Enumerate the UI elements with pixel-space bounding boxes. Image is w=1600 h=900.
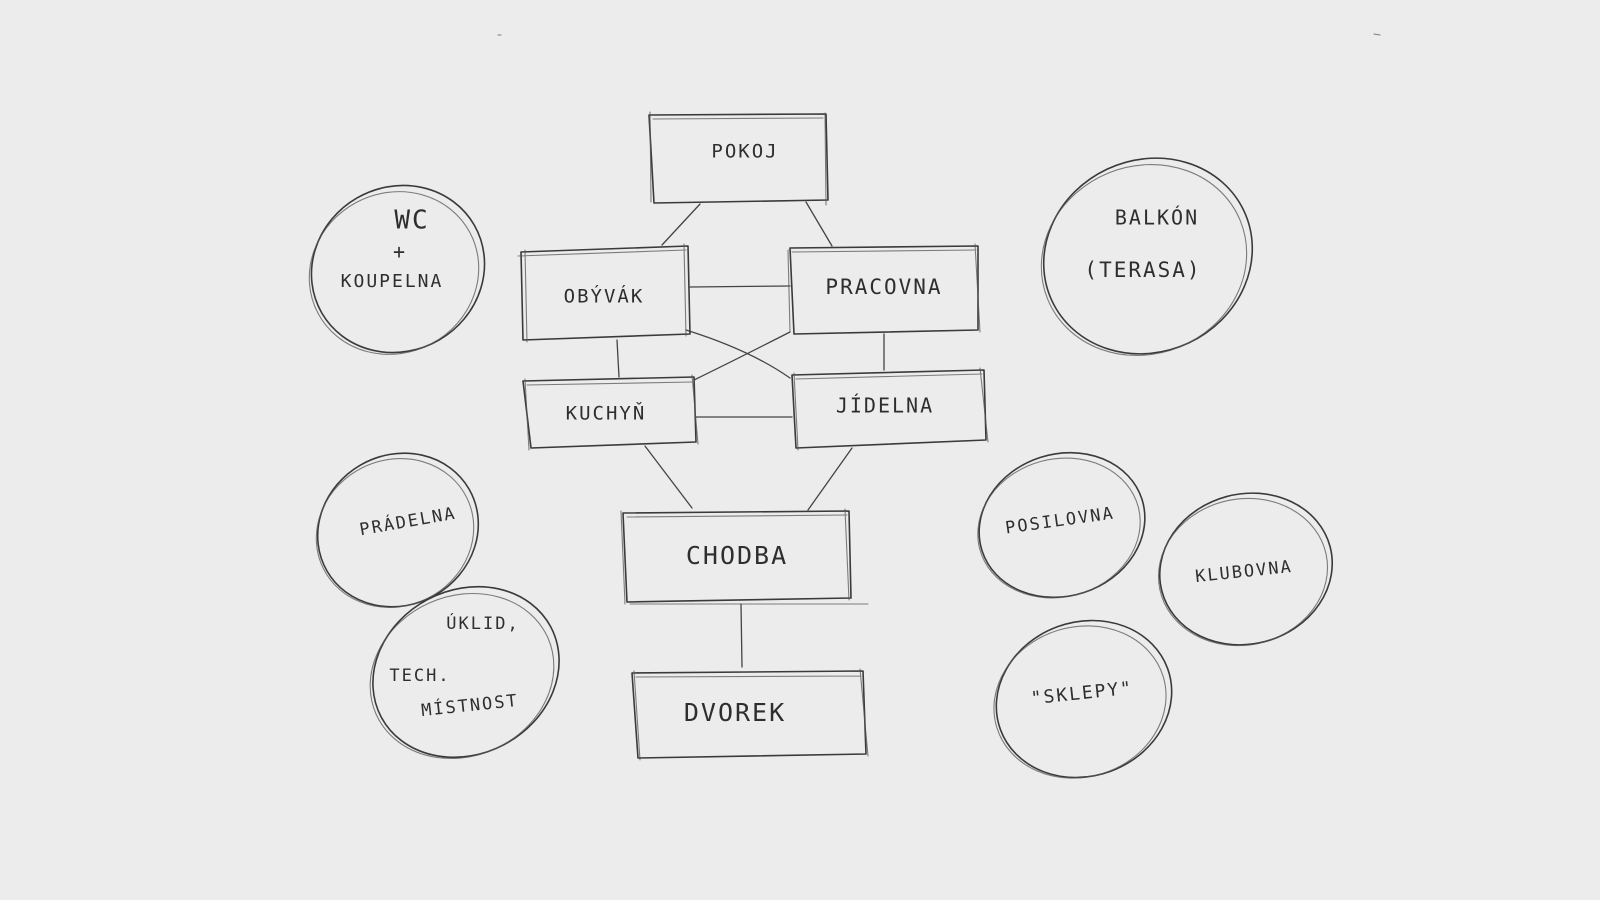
bubble-posilovna-label: POSILOVNA bbox=[1004, 503, 1116, 538]
bubble-sklepy: "SKLEPY" bbox=[993, 619, 1173, 779]
link-pokoj-pracovna bbox=[805, 201, 833, 247]
room-chodba: CHODBA bbox=[620, 508, 869, 605]
link-pokoj-obyvak bbox=[661, 203, 701, 246]
room-jidelna-label: JÍDELNA bbox=[836, 394, 934, 418]
bubble-klubovna-label: KLUBOVNA bbox=[1194, 557, 1293, 587]
bubble-wc-koupelna: WC + KOUPELNA bbox=[308, 184, 486, 355]
bubble-wc-line2: + bbox=[393, 240, 407, 264]
bubble-posilovna: POSILOVNA bbox=[977, 451, 1146, 599]
room-pracovna: PRACOVNA bbox=[787, 243, 981, 335]
link-pracovna-kuchyn bbox=[693, 331, 791, 381]
link-obyvak-pracovna bbox=[689, 285, 791, 288]
link-obyvak-jidelna bbox=[685, 329, 791, 379]
bubble-wc-line1: WC bbox=[394, 206, 429, 236]
bubble-sklepy-label: "SKLEPY" bbox=[1030, 678, 1134, 710]
room-dvorek: DVOREK bbox=[631, 668, 869, 761]
bubble-balkon-line2: (TERASA) bbox=[1084, 258, 1201, 282]
bubble-pradelna: PRÁDELNA bbox=[315, 452, 480, 608]
link-chodba-dvorek bbox=[740, 603, 743, 668]
room-pokoj-label: POKOJ bbox=[711, 141, 778, 163]
bubble-wc-line3: KOUPELNA bbox=[341, 271, 444, 292]
bubble-pradelna-label: PRÁDELNA bbox=[358, 502, 458, 541]
room-kuchyn: KUCHYŇ bbox=[522, 374, 699, 451]
bubble-uklid-line2: TECH. bbox=[389, 666, 450, 686]
connections bbox=[616, 201, 885, 668]
bubble-uklid-line3: MÍSTNOST bbox=[420, 689, 520, 721]
room-chodba-label: CHODBA bbox=[686, 541, 788, 570]
room-pracovna-label: PRACOVNA bbox=[825, 275, 942, 299]
room-dvorek-label: DVOREK bbox=[684, 698, 786, 727]
room-pokoj: POKOJ bbox=[648, 111, 829, 206]
room-kuchyn-label: KUCHYŇ bbox=[566, 402, 647, 425]
link-kuchyn-chodba bbox=[644, 445, 693, 509]
link-obyvak-kuchyn bbox=[616, 339, 620, 378]
paper-specks bbox=[497, 33, 1381, 36]
room-jidelna: JÍDELNA bbox=[791, 367, 989, 451]
bubble-balkon-line1: BALKÓN bbox=[1115, 206, 1199, 230]
bubble-klubovna: KLUBOVNA bbox=[1157, 492, 1334, 647]
bubble-uklid-line1: ÚKLID, bbox=[446, 612, 519, 634]
room-obyvak-label: OBÝVÁK bbox=[564, 285, 645, 308]
bubble-balkon-terasa: BALKÓN (TERASA) bbox=[1040, 157, 1254, 357]
bubble-uklid-tech: ÚKLID, TECH. MÍSTNOST bbox=[369, 585, 560, 760]
link-jidelna-chodba bbox=[807, 447, 853, 511]
room-obyvak: OBÝVÁK bbox=[517, 243, 691, 343]
